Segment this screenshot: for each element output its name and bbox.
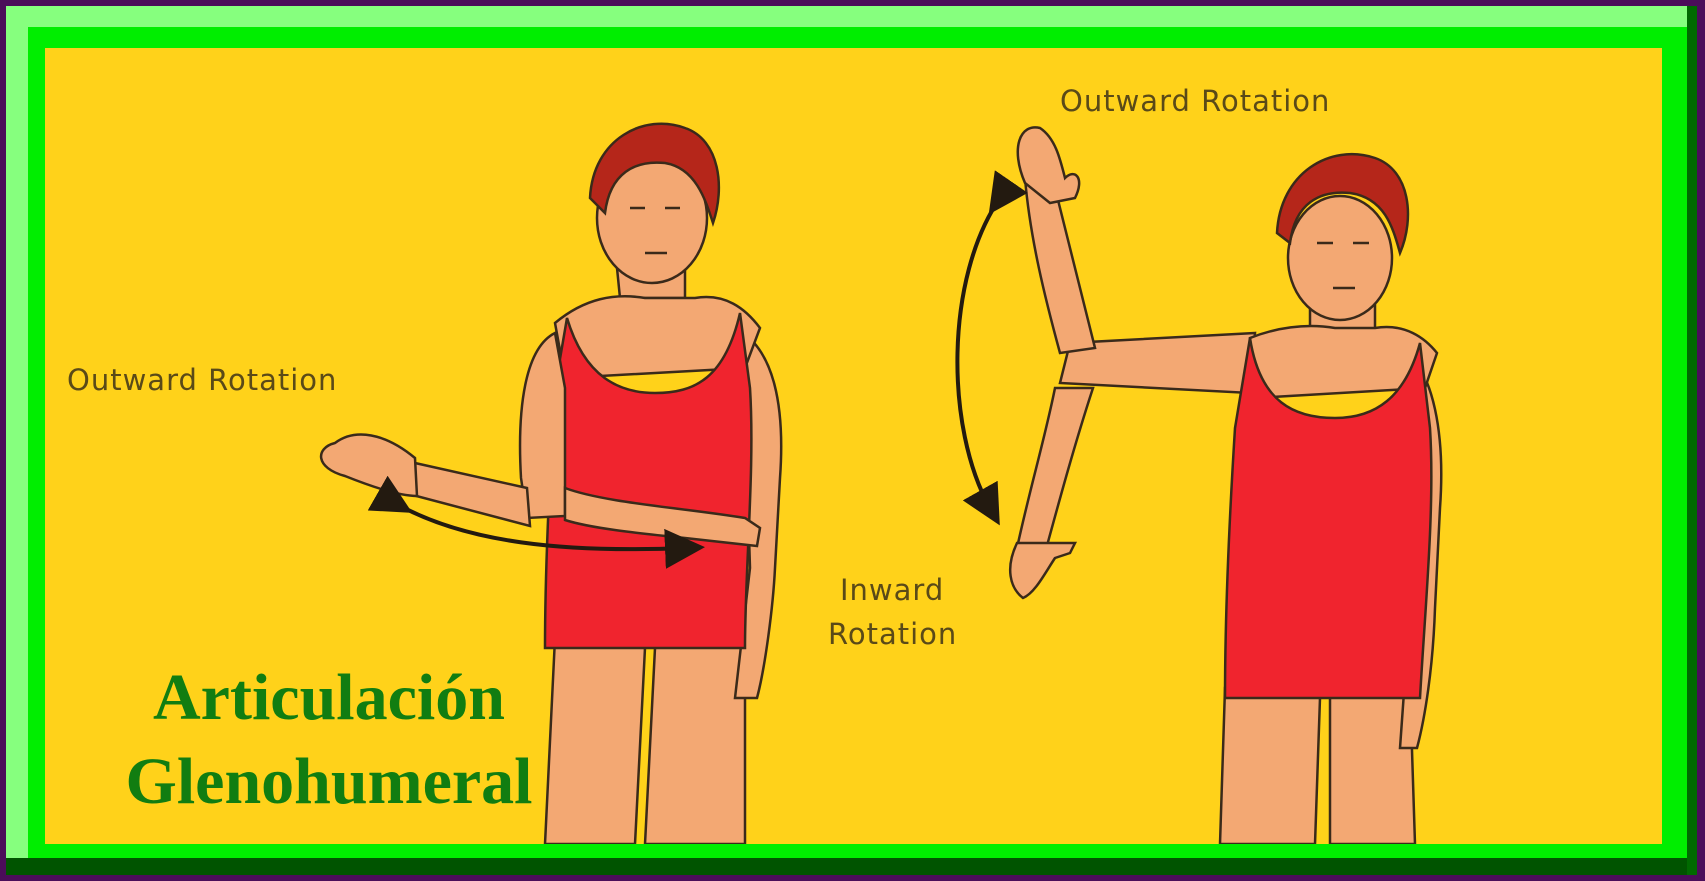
inward-rotation-label: Inward Rotation — [840, 568, 957, 656]
right-outward-rotation-label: Outward Rotation — [1060, 84, 1330, 118]
frame-bevel-right — [1687, 6, 1697, 875]
frame-bevel-top — [6, 6, 1697, 27]
shoulder-rotation-illustration: Outward Rotation Outward Rotation Inward… — [45, 48, 1662, 844]
frame-bevel-bottom — [6, 858, 1697, 875]
frame-bevel-left — [6, 6, 28, 875]
title: Articulación Glenohumeral — [59, 656, 599, 824]
inward-rotation-label-line2: Rotation — [828, 612, 957, 656]
inward-rotation-label-line1: Inward — [840, 568, 957, 612]
title-line2: Glenohumeral — [59, 740, 599, 824]
left-outward-rotation-label: Outward Rotation — [67, 363, 337, 397]
title-line1: Articulación — [59, 656, 599, 740]
right-rotation-arrow — [957, 198, 1000, 508]
right-woman-figure — [1010, 127, 1441, 844]
